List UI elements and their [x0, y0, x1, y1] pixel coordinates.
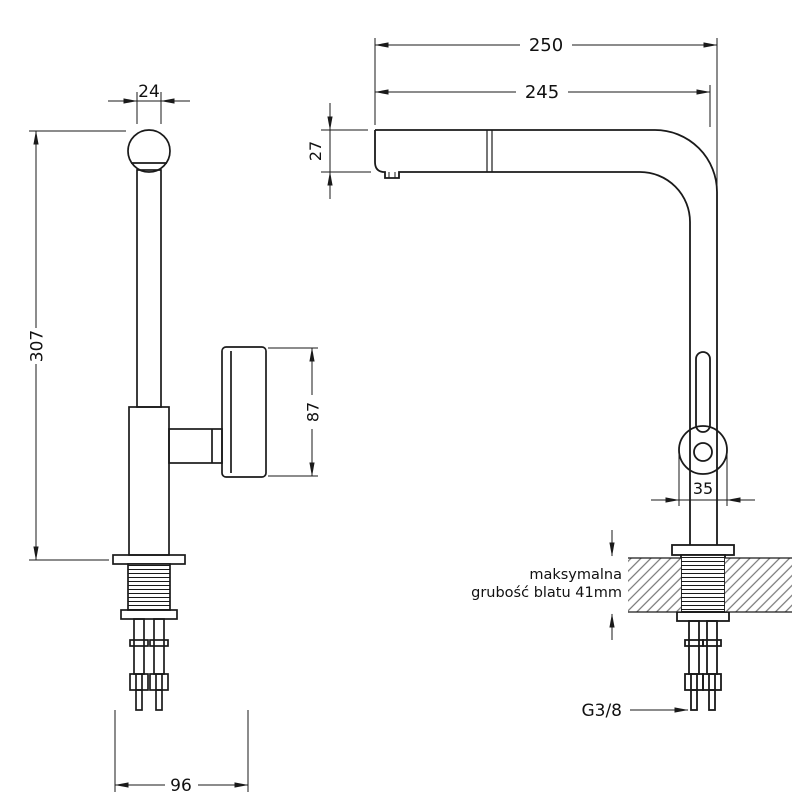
dim-spout-height: 27 — [306, 103, 371, 199]
front-view-dimensions: 24 307 87 96 — [28, 82, 323, 796]
front-view — [112, 129, 267, 711]
threaded-shank — [127, 563, 171, 611]
mounting-studs-side — [684, 620, 722, 711]
lever-ring-hub — [693, 442, 713, 462]
thread-size-callout: G3/8 — [581, 701, 689, 721]
lever-stem — [695, 351, 711, 433]
base-flange — [112, 554, 186, 565]
dim-total-height-label: 307 — [28, 330, 48, 362]
countertop-note: maksymalna grubość blatu 41mm — [471, 567, 622, 601]
handle-plate — [221, 346, 267, 478]
mounting-washer — [120, 609, 178, 620]
dim-handle-diameter: 35 — [651, 452, 755, 506]
countertop-section — [628, 557, 792, 613]
dim-handle-diameter-label: 35 — [693, 479, 713, 498]
mounting-studs — [129, 618, 169, 711]
thread-size-label: G3/8 — [581, 701, 622, 721]
dim-handle-height-label: 87 — [304, 402, 323, 422]
dim-reach: 245 — [374, 82, 711, 127]
handle-connector — [168, 428, 223, 464]
faucet-body — [128, 406, 170, 556]
dim-reach-label: 245 — [525, 82, 559, 103]
nut — [149, 673, 169, 691]
threaded-shank-side — [680, 554, 726, 613]
dim-spout-height-label: 27 — [306, 141, 325, 161]
countertop-hatch-left — [628, 558, 681, 612]
base-flange-side — [671, 544, 735, 556]
dim-reach-outer-label: 250 — [529, 35, 563, 56]
nut — [129, 673, 149, 691]
side-view — [374, 129, 735, 711]
pullout-spray-tip — [374, 130, 405, 179]
countertop-note-line1: maksymalna — [529, 567, 622, 583]
faucet-pipe — [136, 169, 162, 408]
lever-ring — [678, 425, 728, 475]
spout-inner-contour — [405, 171, 691, 545]
nut — [702, 673, 722, 691]
countertop-hatch-right — [725, 558, 792, 612]
mounting-washer-side — [676, 611, 730, 622]
dim-base-width: 96 — [114, 710, 249, 796]
dim-base-width-label: 96 — [170, 776, 192, 796]
nut — [684, 673, 704, 691]
dim-handle-height: 87 — [268, 347, 323, 477]
dim-pipe-width: 24 — [108, 82, 190, 124]
spout-outer-contour — [375, 129, 718, 545]
countertop-note-line2: grubość blatu 41mm — [471, 585, 622, 601]
spray-head — [127, 129, 171, 173]
dim-total-height: 307 — [28, 130, 126, 561]
side-view-dimensions: 250 245 27 35 — [306, 35, 755, 640]
dim-reach-outer: 250 — [374, 35, 718, 186]
dim-pipe-width-label: 24 — [138, 82, 160, 102]
